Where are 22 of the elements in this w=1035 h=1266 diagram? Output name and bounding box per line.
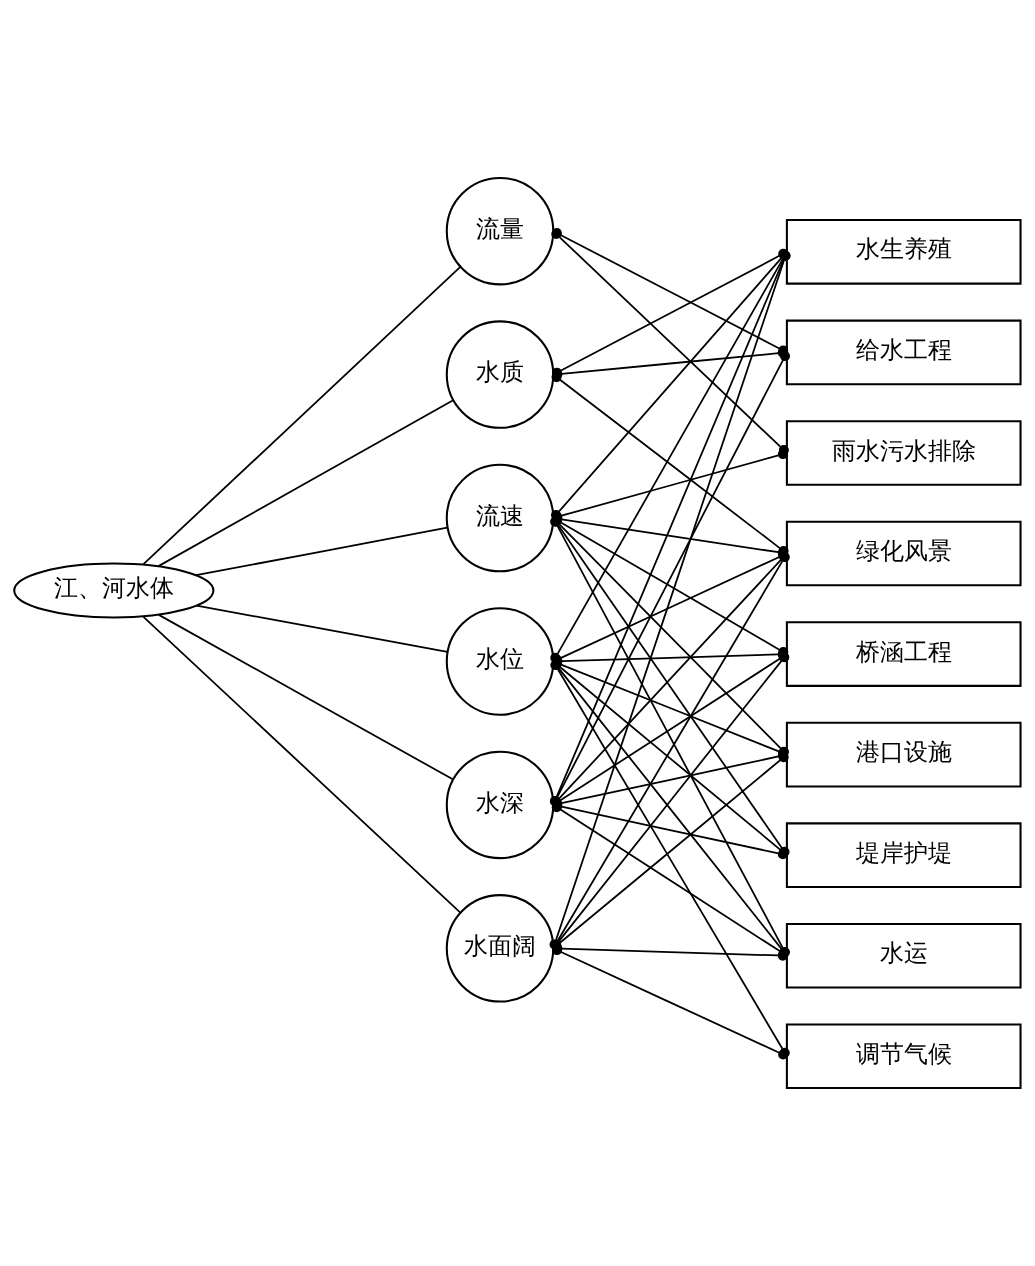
node-circle: 流量	[445, 176, 555, 286]
node-box: 堤岸护堤	[785, 822, 1022, 888]
node-circle: 水深	[445, 750, 555, 860]
node-box: 雨水污水排除	[785, 420, 1022, 486]
connector	[157, 399, 454, 568]
connector	[195, 526, 449, 577]
node-box: 给水工程	[785, 319, 1022, 386]
connector	[142, 615, 462, 914]
node-box: 水生养殖	[785, 219, 1022, 285]
node-circle: 水位	[445, 607, 555, 716]
node-box: 港口设施	[785, 721, 1022, 788]
connector	[195, 604, 449, 653]
node-box: 绿化风景	[785, 520, 1022, 587]
node-box: 桥涵工程	[785, 621, 1022, 687]
node-box: 水运	[785, 922, 1022, 989]
node-circle: 水质	[445, 320, 555, 429]
connector	[158, 614, 455, 781]
node-circle: 流速	[445, 463, 555, 573]
node-box: 调节气候	[785, 1023, 1022, 1090]
node-ellipse: 江、河水体	[13, 562, 215, 619]
node-circle: 水面阔	[445, 894, 555, 1003]
connector	[142, 266, 462, 565]
